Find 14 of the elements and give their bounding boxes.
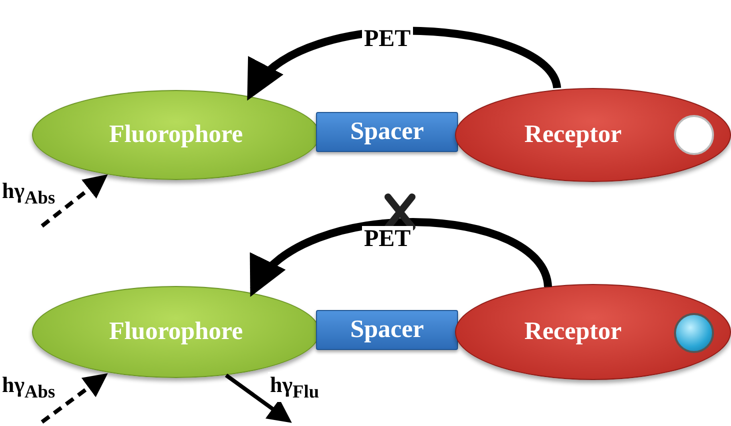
spacer-bar bbox=[316, 310, 458, 350]
node-label: Fluorophore bbox=[108, 121, 244, 149]
node-label: Spacer bbox=[349, 118, 425, 146]
arrow bbox=[40, 373, 108, 424]
spacer-bar bbox=[316, 112, 458, 152]
node-label: Spacer bbox=[349, 316, 425, 344]
node-label: Receptor bbox=[523, 121, 623, 149]
arrow bbox=[249, 218, 552, 296]
arrow bbox=[224, 374, 292, 423]
circle-icon bbox=[674, 313, 714, 353]
circle-icon bbox=[674, 115, 714, 155]
node-label: Receptor bbox=[523, 318, 623, 346]
arrow bbox=[40, 174, 108, 228]
node-label: Fluorophore bbox=[108, 318, 244, 346]
